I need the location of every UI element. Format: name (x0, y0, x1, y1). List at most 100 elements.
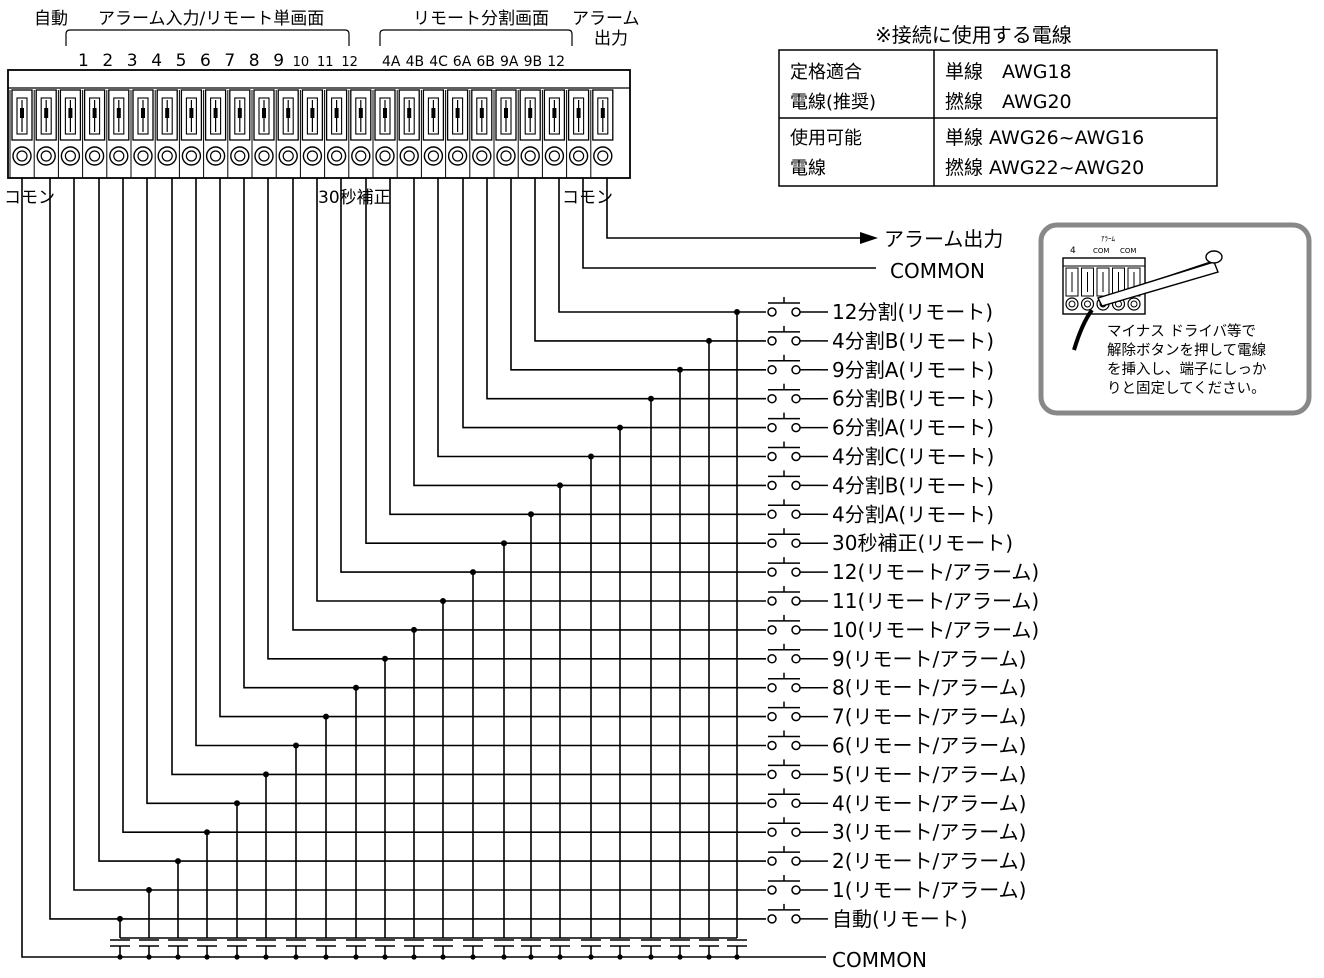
bus-column (375, 655, 395, 960)
switch-row: 4分割C(リモート) (437, 178, 994, 469)
terminal (420, 89, 445, 178)
table-r2-right1: 単線 AWG26~AWG16 (945, 127, 1144, 149)
terminal (445, 89, 469, 178)
terminal-number: 7 (224, 51, 235, 71)
bus-column (316, 713, 336, 960)
inset-note-line: マイナス ドライバ等で (1107, 322, 1256, 340)
switch-row: 自動(リモート) (49, 178, 968, 931)
switch-row: 2(リモート/アラーム) (98, 178, 1026, 873)
terminal (493, 89, 517, 178)
label-alarm-output-2: 出力 (594, 29, 628, 49)
terminal-number: 12 (341, 55, 358, 70)
switch-row: 6分割A(リモート) (462, 178, 994, 440)
switch-label: 6分割B(リモート) (832, 387, 994, 411)
split-code: 4B (406, 54, 425, 70)
terminals (9, 89, 614, 178)
switch-label: 6分割A(リモート) (832, 416, 994, 440)
label-remote-split: リモート分割画面 (413, 9, 549, 29)
label-bottom-common: COMMON (832, 948, 927, 972)
terminal (154, 89, 178, 178)
switch-row: 5(リモート/アラーム) (171, 178, 1026, 786)
bus-column (404, 626, 424, 960)
switch-label: 2(リモート/アラーム) (832, 849, 1026, 873)
table-r2-left2: 電線 (790, 158, 826, 179)
switch-row: 30秒補正(リモート) (365, 178, 1013, 555)
label-common-right: コモン (562, 188, 613, 208)
terminal (203, 89, 227, 178)
switch-label: 6(リモート/アラーム) (832, 734, 1026, 758)
switch-label: 12(リモート/アラーム) (832, 560, 1039, 584)
switch-row: 11(リモート/アラーム) (316, 178, 1039, 613)
switch-label: 12分割(リモート) (832, 300, 993, 324)
switch-label: 自動(リモート) (832, 907, 968, 931)
terminal-number: 8 (249, 51, 260, 71)
terminal (324, 89, 348, 178)
bus-column (463, 569, 483, 960)
bus-column (699, 337, 719, 960)
terminal (590, 89, 614, 178)
inset-note-line: 解除ボタンを押して電線 (1107, 342, 1266, 359)
terminal (251, 89, 275, 178)
switch-label: 1(リモート/アラーム) (832, 878, 1026, 902)
wire-common-left (21, 178, 826, 958)
bracket-split (379, 29, 573, 46)
bus-column (256, 771, 276, 960)
bus-column (227, 800, 247, 960)
label-auto: 自動 (34, 9, 68, 29)
switch-row: 4分割A(リモート) (389, 178, 994, 526)
table-r1-left1: 定格適合 (790, 62, 862, 83)
switch-row: 1(リモート/アラーム) (73, 178, 1026, 902)
inset-wire (1072, 308, 1094, 351)
inset-head-2: 4 (1070, 246, 1076, 256)
bus-column (433, 598, 453, 960)
terminal-number: 5 (176, 51, 187, 71)
switch-row: 8(リモート/アラーム) (243, 178, 1026, 700)
label-common-out: COMMON (890, 259, 985, 283)
table-r1-left2: 電線(推奨) (790, 92, 876, 113)
switch-label: 30秒補正(リモート) (832, 531, 1013, 555)
switch-label: 3(リモート/アラーム) (832, 820, 1026, 844)
inset-note-line: を挿入し、端子にしっか (1107, 361, 1267, 378)
switch-row: 12分割(リモート) (558, 178, 993, 324)
terminal-number: 9 (273, 51, 284, 71)
wire-table (778, 49, 1218, 187)
split-code: 9B (524, 54, 543, 70)
terminal (227, 89, 251, 178)
terminal (57, 89, 82, 178)
terminal (396, 89, 420, 178)
switch-row: 9(リモート/アラーム) (267, 178, 1026, 671)
bus-column (550, 482, 570, 960)
bus-column (641, 395, 661, 960)
bus-column (197, 829, 217, 960)
terminal (299, 89, 324, 178)
terminal-number: 11 (317, 55, 334, 70)
switch-label: 11(リモート/アラーム) (832, 589, 1039, 613)
terminal (130, 89, 154, 178)
terminal (178, 89, 203, 178)
inset-head-3: COM (1093, 247, 1109, 255)
switch-row: 6分割B(リモート) (486, 178, 994, 411)
switch-label: 7(リモート/アラーム) (832, 705, 1026, 729)
switch-row: 7(リモート/アラーム) (219, 178, 1026, 729)
terminal (82, 89, 106, 178)
table-r1-right2: 撚線 AWG20 (945, 91, 1072, 113)
wire-common-right (582, 178, 876, 269)
bus-column (610, 424, 630, 960)
switch-row: 6(リモート/アラーム) (195, 178, 1026, 758)
bus-column (494, 540, 514, 960)
bracket-single (65, 29, 350, 46)
bus-column (727, 309, 747, 960)
label-alarm-input-single: アラーム入力/リモート単画面 (98, 9, 324, 29)
terminal (517, 89, 541, 178)
terminal (566, 89, 590, 178)
inset-head-1: ｱﾗｰﾑ (1101, 235, 1116, 243)
split-code: 4A (382, 54, 401, 70)
inset-note: マイナス ドライバ等で解除ボタンを押して電線を挿入し、端子にしっかりと固定してく… (1107, 322, 1267, 397)
table-title: ※接続に使用する電線 (875, 23, 1072, 47)
screwdriver-icon (1097, 250, 1223, 307)
switch-label: 4分割B(リモート) (832, 473, 994, 497)
label-thirty-sec: 30秒補正 (318, 188, 391, 208)
switch-row: 10(リモート/アラーム) (292, 178, 1039, 642)
